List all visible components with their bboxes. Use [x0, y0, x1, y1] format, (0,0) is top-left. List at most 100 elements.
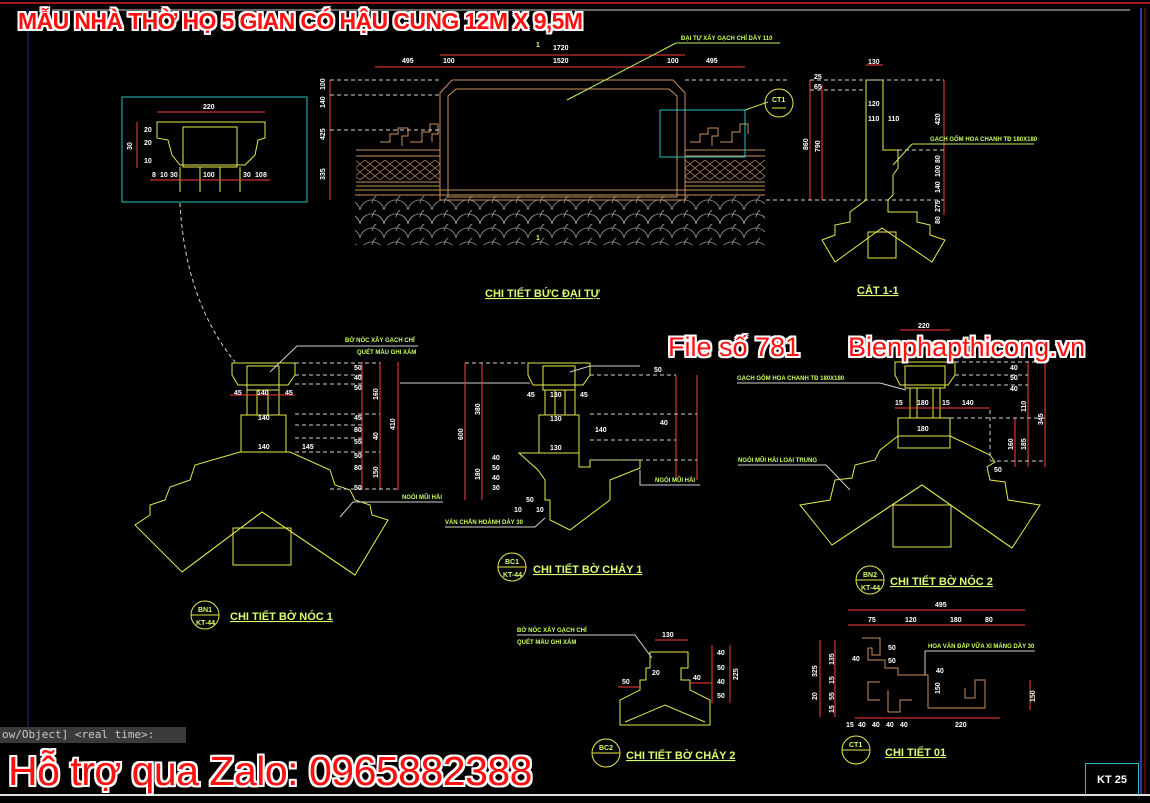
dim-text: 185 — [1021, 438, 1028, 450]
dim-text: 335 — [320, 168, 327, 180]
ornament-left — [380, 123, 439, 146]
detail-bn1[interactable]: 45 140 45 140 140 145 50 40 50 45 160 80… — [134, 336, 443, 630]
bn2-annotation: GẠCH GỐM HOA CHANH TĐ 180X180 — [737, 375, 845, 382]
dim-text: 410 — [390, 418, 397, 430]
dim-text: 150 — [1030, 690, 1037, 702]
dim-text: 1520 — [553, 58, 569, 65]
dim-text: 40 — [886, 722, 894, 729]
dim-text: 140 — [258, 415, 270, 422]
dim-text: 140 — [962, 400, 974, 407]
detail-dai-tu[interactable]: CT1 1720 495 100 1520 100 495 100 140 42… — [320, 35, 794, 300]
bn1-annotation: NGÓI MŨI HÀI — [402, 493, 442, 501]
dim-text: 80 — [354, 465, 362, 472]
watermark-file-number: File số 781 — [668, 332, 801, 362]
dim-text: 50 — [622, 679, 630, 686]
bn1-label: CHI TIẾT BỜ NÓC 1 — [230, 610, 333, 623]
dim-text: 100 — [935, 165, 942, 177]
bc1-code: BC1 — [505, 559, 519, 566]
detail-bc1[interactable]: 45 130 45 130 130 140 380 600 180 40 50 … — [445, 362, 700, 582]
dim-text: 75 — [868, 617, 876, 624]
dim-text: 220 — [203, 104, 215, 111]
dim-text: 40 — [492, 455, 500, 462]
bc2-annotation: QUÉT MẦU GHI XÁM — [517, 638, 576, 646]
dim-text: 110 — [868, 116, 879, 123]
bc1-label: CHI TIẾT BỜ CHẢY 1 — [533, 563, 642, 576]
inset-cornice-detail[interactable]: 220 30 20 20 10 8 10 30 100 30 10 8 — [121, 96, 308, 363]
detail-ct1[interactable]: 495 75 120 180 80 135 15 55 15 20 50 50 … — [812, 602, 1037, 765]
dim-text: 25 — [814, 74, 822, 81]
bn2-label: CHI TIẾT BỜ NÓC 2 — [890, 575, 993, 588]
command-line[interactable]: ow/Object] <real time>: — [0, 727, 186, 743]
dim-text: 20 — [144, 127, 152, 134]
dim-text: 80 — [985, 617, 993, 624]
dim-text: 10 — [514, 507, 522, 514]
dim-text: 150 — [935, 682, 942, 694]
ct1-label: CHI TIẾT 01 — [885, 746, 946, 759]
section-mark-top: 1 — [536, 42, 540, 49]
ct1-code: CT1 — [849, 742, 862, 749]
dim-text: 20 — [144, 140, 152, 147]
watermark-site: Bienphapthicong.vn — [848, 332, 1086, 362]
sheet-number: KT 25 — [1085, 763, 1139, 795]
dim-text: 30 — [127, 142, 134, 150]
dim-text: 15 — [942, 400, 950, 407]
ct1-callout-box[interactable] — [659, 109, 746, 158]
dim-text: 495 — [935, 602, 947, 609]
dim-text: 50 — [526, 497, 534, 504]
dim-text: 160 — [373, 388, 380, 400]
ct1-callout-circle[interactable] — [764, 88, 794, 118]
dim-text: 180 — [917, 400, 929, 407]
dim-text: 50 — [717, 693, 725, 700]
dim-text: 420 — [935, 113, 942, 125]
cat-1-1-label: CẮT 1-1 — [857, 284, 899, 297]
dim-text: 380 — [475, 403, 482, 415]
dim-text: 495 — [402, 58, 414, 65]
dim-text: 50 — [888, 645, 896, 652]
dim-text: 40 — [660, 420, 668, 427]
dim-text: 45 — [234, 390, 242, 397]
dim-text: 10 — [536, 507, 544, 514]
dim-text: 120 — [905, 617, 917, 624]
dim-text: 425 — [320, 128, 327, 140]
support-banner: Hỗ trợ qua Zalo: 0965882388 — [8, 748, 532, 794]
dim-text: 40 — [900, 722, 908, 729]
dim-text: 130 — [550, 392, 562, 399]
bc2-code: BC2 — [599, 745, 613, 752]
bn1-code: BN1 — [198, 607, 212, 614]
dim-text: 40 — [852, 656, 860, 663]
dim-text: 20 — [652, 670, 660, 677]
dim-text: 50 — [354, 453, 362, 460]
dim-text: 180 — [917, 426, 929, 433]
dim-text: 45 — [285, 390, 293, 397]
dim-text: 10 — [144, 158, 152, 165]
dim-text: 50 — [354, 485, 362, 492]
dim-text: 130 — [868, 59, 880, 66]
dim-text: 8 — [152, 172, 156, 179]
ct1-callout-code: CT1 — [772, 97, 785, 104]
dim-text: 100 — [667, 58, 679, 65]
bn1-sheet-ref: KT-44 — [196, 620, 215, 627]
bn1-annotation: BỜ NÓC XÂY GẠCH CHỈ — [345, 336, 415, 344]
dim-text: 130 — [550, 416, 562, 423]
dim-text: 110 — [1021, 401, 1028, 412]
dim-text: 40 — [693, 675, 701, 682]
dim-text: 30 — [243, 172, 251, 179]
dim-text: 50 — [888, 658, 896, 665]
detail-section-1-1[interactable]: 130 25 65 120 110 110 420 860 790 80 100… — [766, 59, 1038, 297]
dim-text: 80 — [935, 216, 942, 224]
bn2-annotation: NGÓI MŨI HÀI LOẠI TRUNG — [738, 456, 817, 464]
dim-text: 50 — [654, 367, 662, 374]
dim-text: 160 — [1008, 438, 1015, 450]
dim-text: 50 — [354, 365, 362, 372]
dim-text: 140 — [935, 181, 942, 193]
dim-text: 50 — [1010, 375, 1018, 382]
dim-text: 860 — [803, 138, 810, 150]
detail-bn2[interactable]: 220 15 180 15 140 180 40 50 40 110 160 1… — [737, 323, 1046, 595]
dim-text: 30 — [492, 485, 500, 492]
ct1-annotation: HOA VĂN ĐẮP VỮA XI MĂNG DÀY 30 — [928, 642, 1035, 650]
dim-text: 220 — [918, 323, 930, 330]
detail-bc2[interactable]: 130 20 50 40 40 50 40 50 225 BỜ NÓC XÂY … — [517, 626, 740, 768]
cat-1-1-annotation: GẠCH GỐM HOA CHANH TĐ 180X180 — [930, 136, 1038, 143]
